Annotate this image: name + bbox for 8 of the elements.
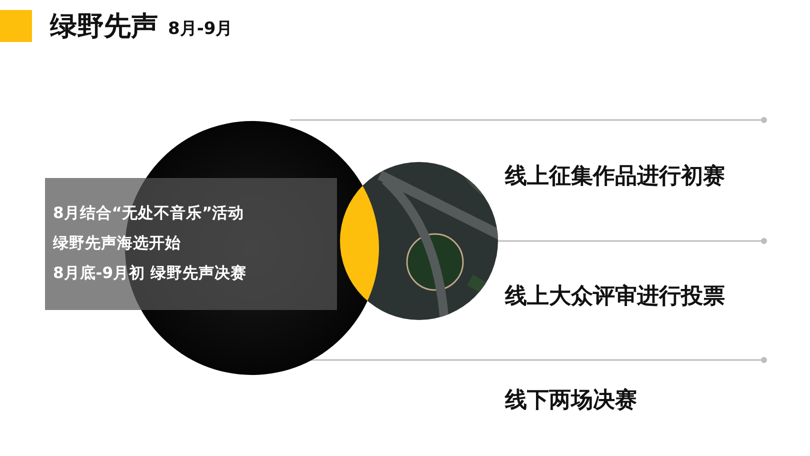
text-panel — [45, 178, 337, 310]
step-label: 线上征集作品进行初赛 — [505, 162, 725, 191]
title: 绿野先声 — [50, 10, 158, 44]
step-label: 线下两场决赛 — [505, 386, 637, 415]
panel-text: 绿野先声海选开始 — [53, 233, 181, 254]
date-range: 8月-9月 — [168, 18, 233, 41]
panel-text: 8月结合“无处不音乐”活动 — [53, 203, 244, 224]
step-label: 线上大众评审进行投票 — [505, 282, 725, 311]
